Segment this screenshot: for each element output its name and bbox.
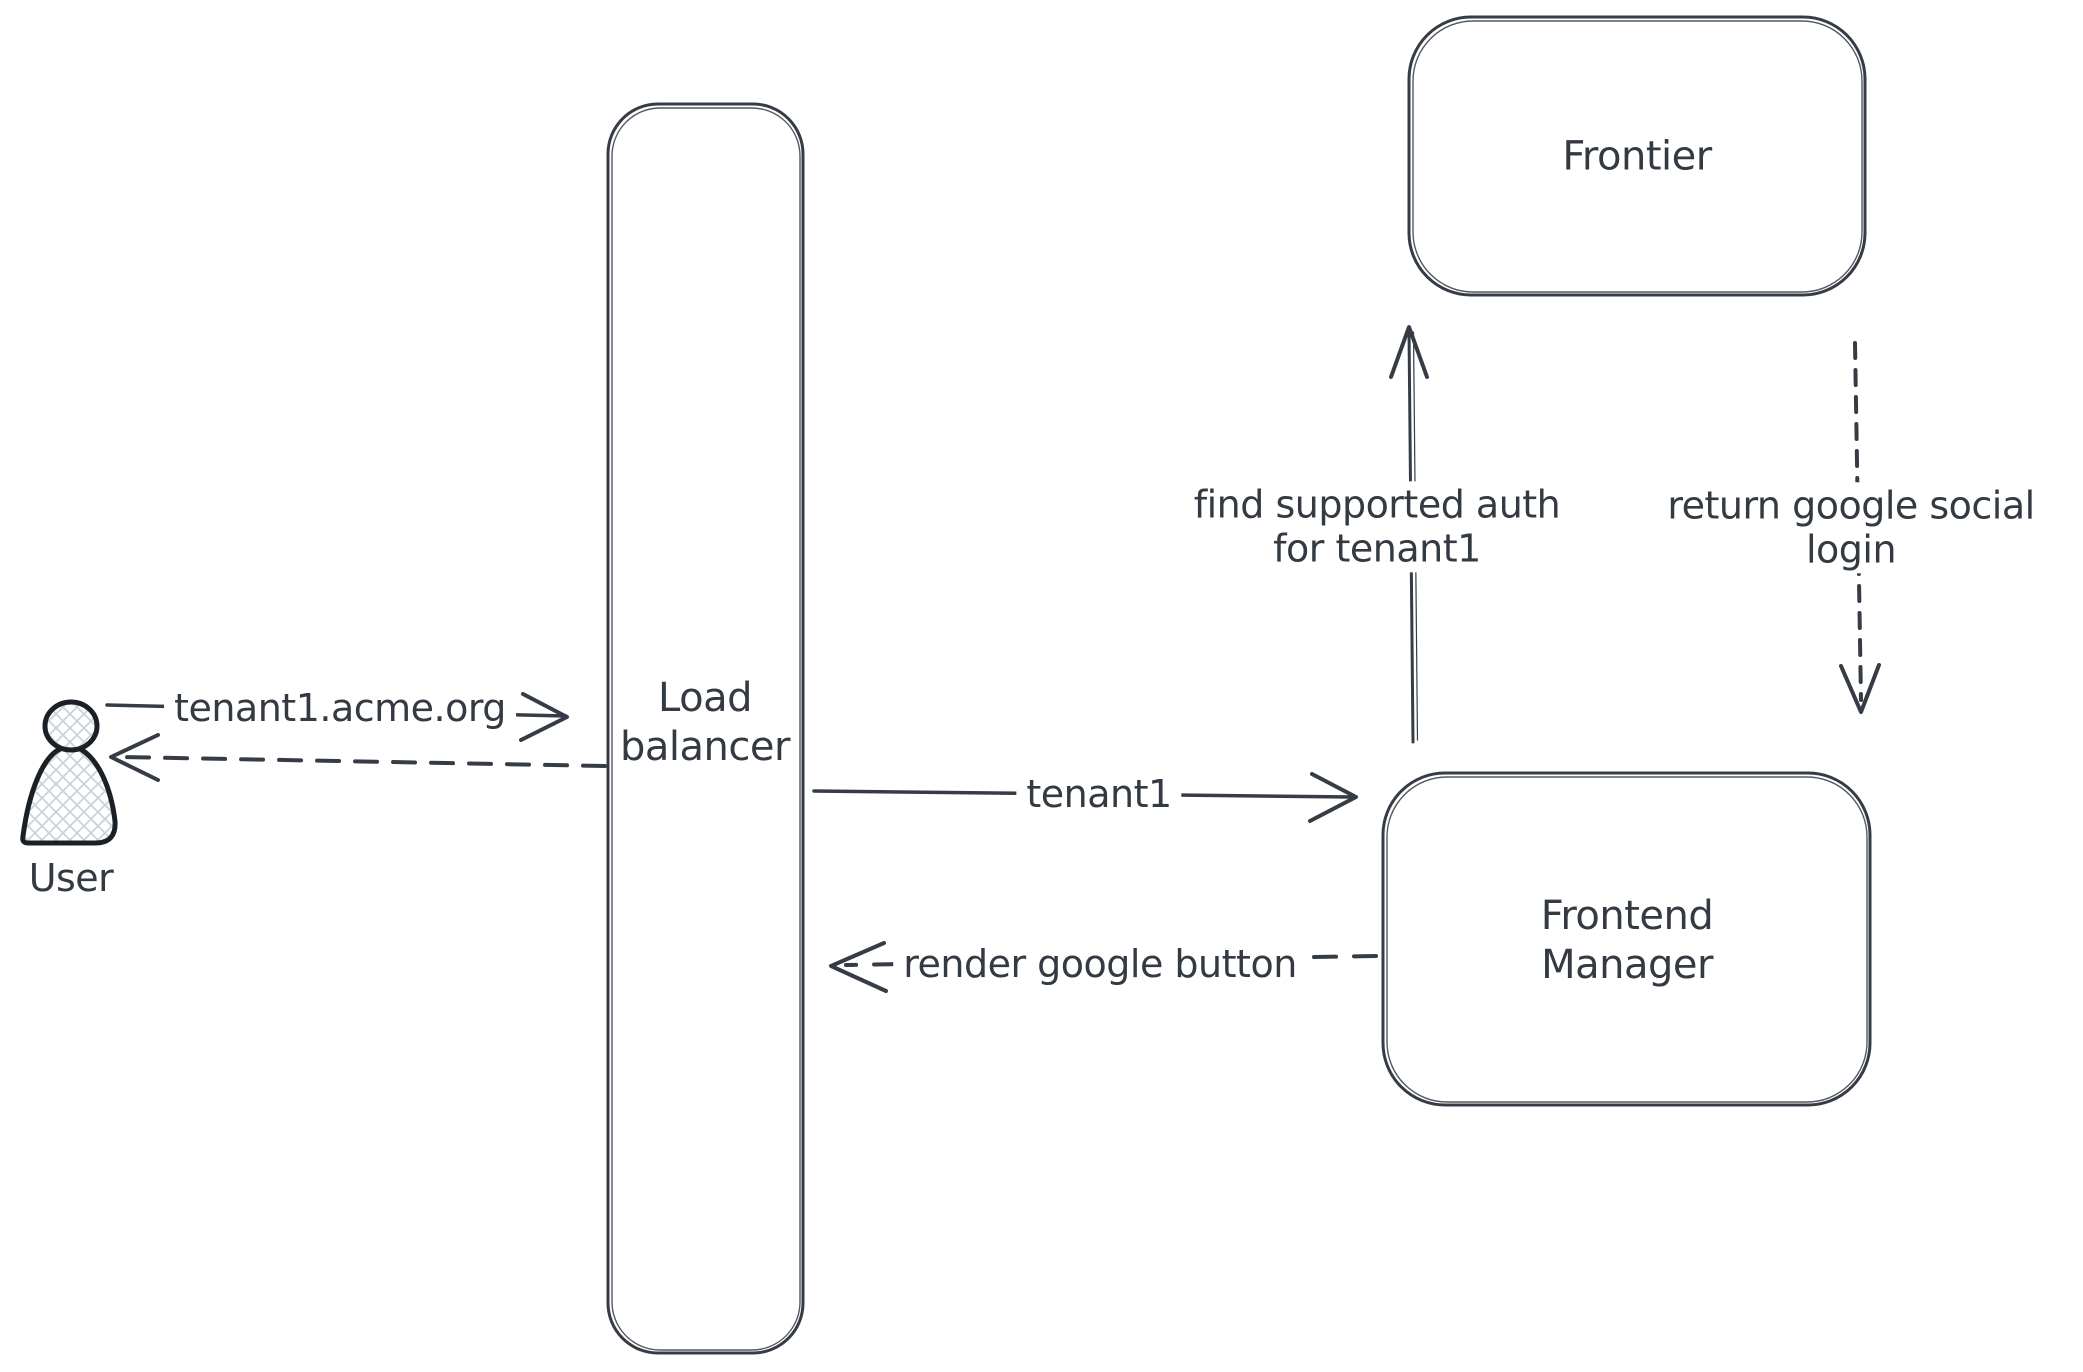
frontier-box-sketch-stroke bbox=[1412, 20, 1863, 293]
edge-label-find-supported-auth-line1: find supported auth bbox=[1193, 482, 1561, 527]
edge-label-return-google-social-login-line2: login bbox=[1805, 527, 1897, 571]
load-balancer-box-sketch-stroke bbox=[611, 107, 801, 1351]
frontend-manager-label-line2: Manager bbox=[1541, 942, 1713, 988]
user-label: User bbox=[28, 856, 114, 901]
edge-label-tenant1-acme-org: tenant1.acme.org bbox=[164, 685, 516, 733]
load-balancer-box bbox=[606, 102, 805, 1355]
arrow-response-to-user bbox=[109, 733, 607, 782]
edge-label-tenant1: tenant1 bbox=[1016, 771, 1182, 819]
frontier-box bbox=[1407, 15, 1867, 297]
edge-label-return-google-social-login-line1: return google social bbox=[1667, 483, 2035, 528]
load-balancer-label-line2: balancer bbox=[620, 724, 790, 770]
frontend-manager-box-sketch-stroke bbox=[1386, 776, 1868, 1103]
edge-label-find-supported-auth: find supported auth for tenant1 bbox=[1183, 481, 1571, 573]
load-balancer-label: Load balancer bbox=[620, 674, 790, 772]
frontend-manager-box bbox=[1381, 771, 1872, 1107]
edge-label-render-google-button: render google button bbox=[893, 941, 1307, 989]
frontend-manager-label-line1: Frontend bbox=[1540, 893, 1714, 940]
user-icon-body bbox=[20, 744, 118, 846]
edge-label-find-supported-auth-line2: for tenant1 bbox=[1273, 526, 1481, 570]
frontend-manager-label: Frontend Manager bbox=[1541, 892, 1714, 990]
user-icon bbox=[20, 699, 118, 846]
edge-label-return-google-social-login: return google social login bbox=[1657, 482, 2045, 574]
user-icon-head bbox=[42, 699, 100, 753]
load-balancer-label-line1: Load bbox=[658, 675, 752, 722]
frontier-label: Frontier bbox=[1562, 133, 1712, 180]
